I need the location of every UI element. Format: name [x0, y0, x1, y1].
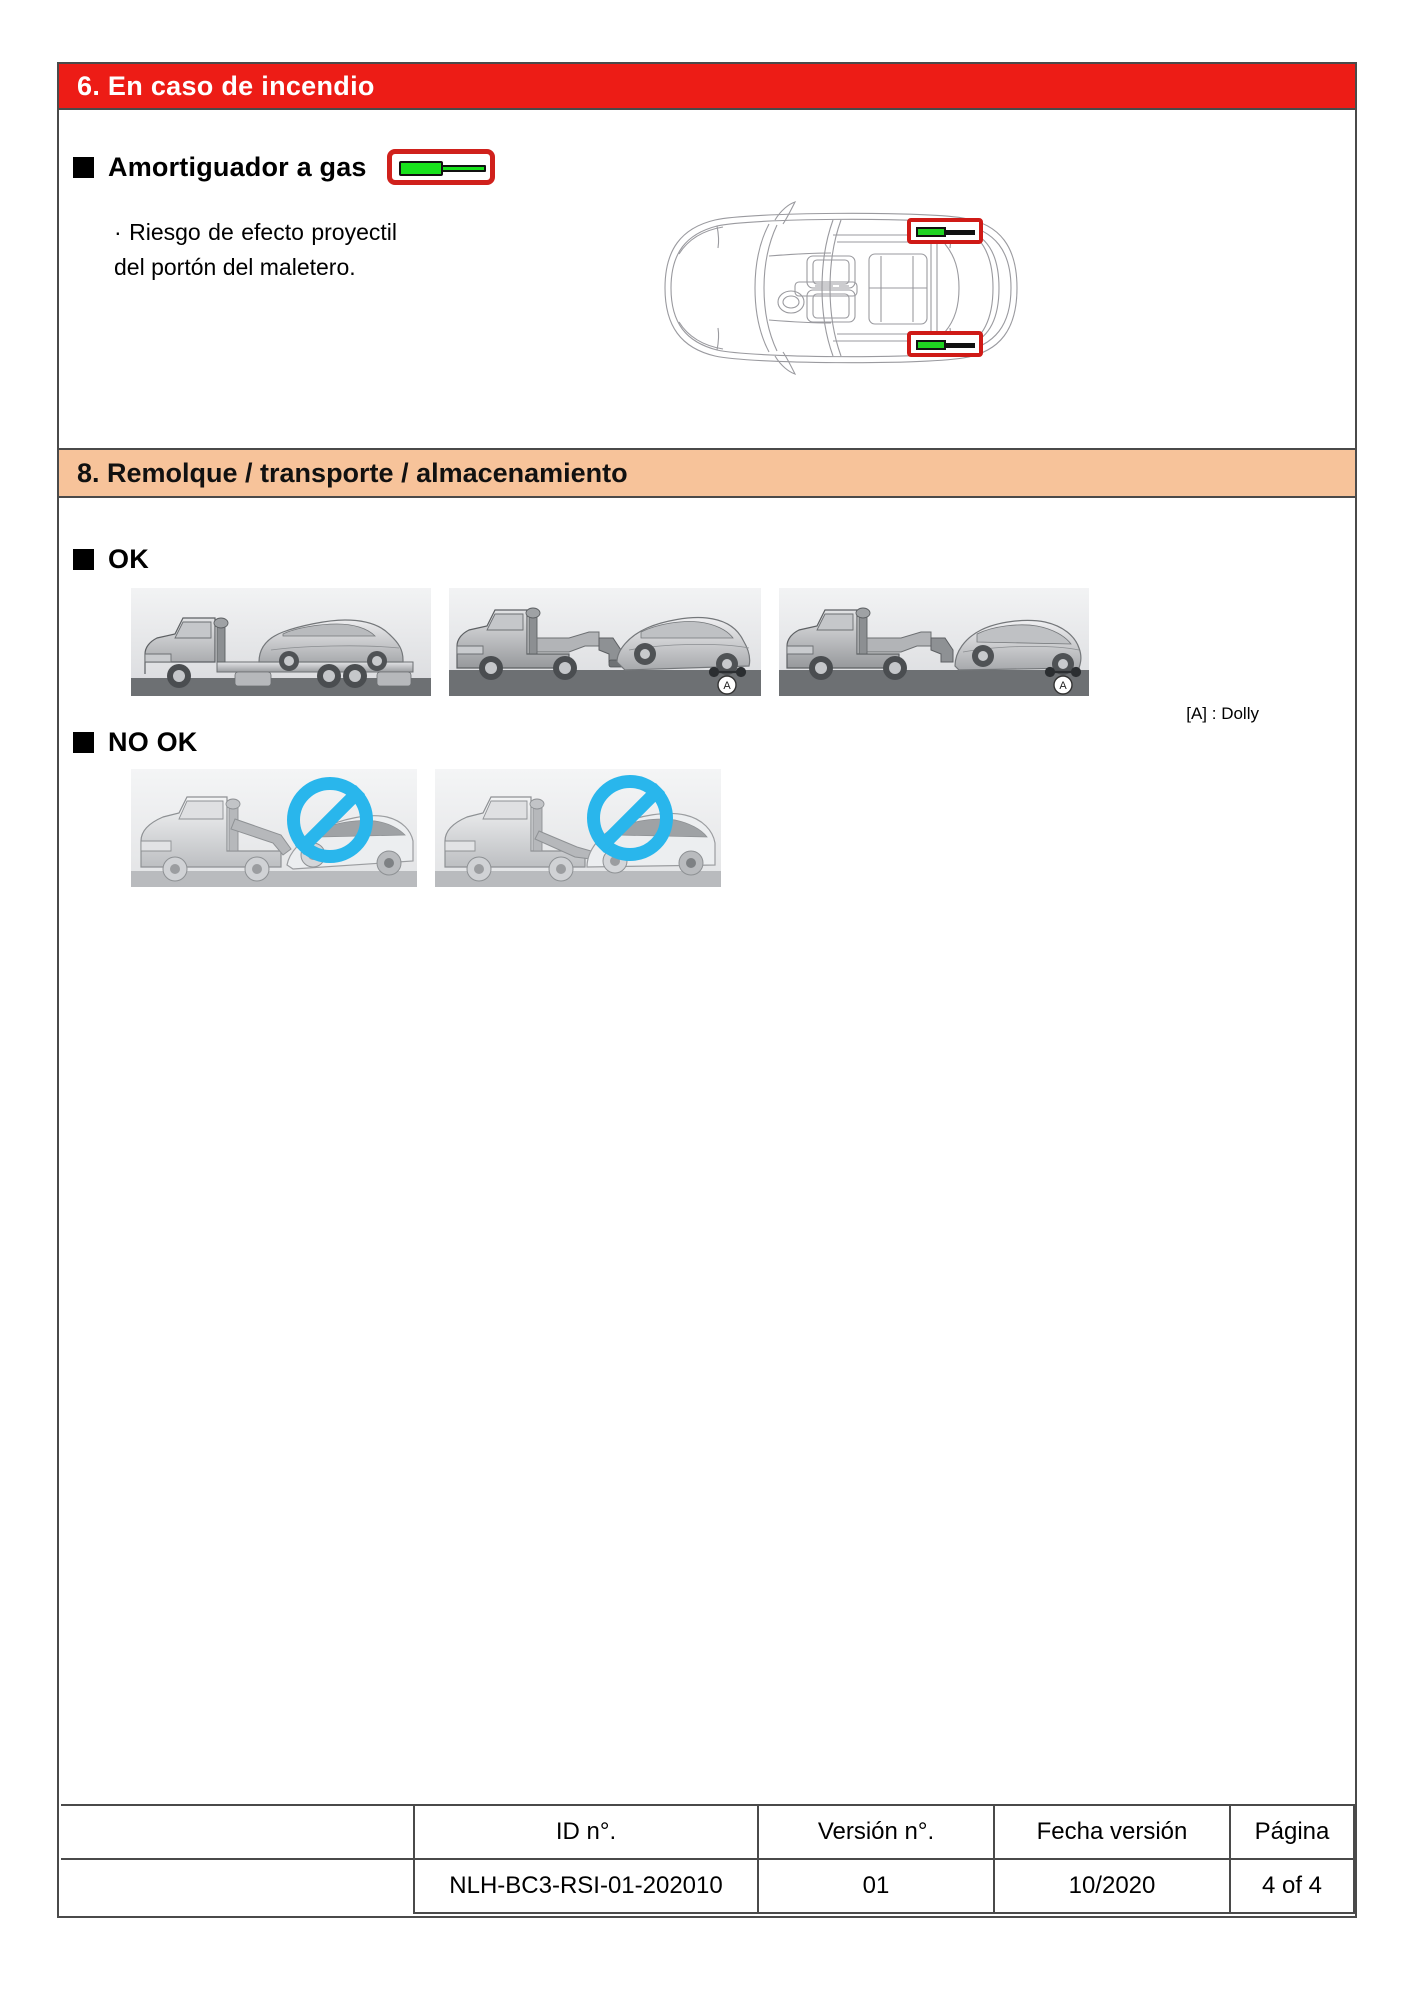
footer-value-page: 4 of 4	[1229, 1858, 1355, 1914]
tow-truck-flat-tow-prohibited-svg	[435, 769, 721, 887]
footer-header-page: Página	[1229, 1804, 1355, 1860]
tow-truck-rear-lift-with-dolly-photo: A	[779, 588, 1089, 696]
footer-header-date: Fecha versión	[993, 1804, 1231, 1860]
table-row-headers: ID n°. Versión n°. Fecha versión Página	[61, 1804, 1355, 1860]
gas-damper-location-marker	[907, 218, 983, 244]
gas-damper-location-marker	[907, 331, 983, 357]
gas-damper-rod-shape	[944, 343, 975, 348]
gas-damper-cylinder-shape	[916, 340, 946, 350]
footer-value-id: NLH-BC3-RSI-01-202010	[413, 1858, 759, 1914]
tow-truck-hook-lift-prohibited-photo	[131, 769, 417, 887]
table-row-values: NLH-BC3-RSI-01-202010 01 10/2020 4 of 4	[61, 1858, 1355, 1914]
black-square-bullet-icon	[73, 732, 94, 753]
prohibition-icon	[287, 777, 373, 863]
tow-truck-flat-tow-prohibited-photo	[435, 769, 721, 887]
document-page: 6. En caso de incendio Amortiguador a ga…	[57, 62, 1357, 1918]
gas-damper-rod-shape	[944, 230, 975, 235]
section-6-title: 6. En caso de incendio	[77, 70, 375, 101]
footer-value-version: 01	[757, 1858, 995, 1914]
gas-damper-rod-shape	[440, 165, 486, 172]
footer-value-date: 10/2020	[993, 1858, 1231, 1914]
ok-image-row: A	[131, 588, 1089, 696]
dolly-marker-a: A	[1059, 680, 1067, 692]
footer-header-version: Versión n°.	[757, 1804, 995, 1860]
gas-damper-cylinder-shape	[398, 161, 443, 176]
gas-damper-heading: Amortiguador a gas	[73, 149, 495, 185]
tow-truck-front-lift-with-dolly-svg: A	[449, 588, 761, 696]
car-top-view-diagram	[619, 198, 1039, 378]
footer-table: ID n°. Versión n°. Fecha versión Página …	[61, 1804, 1355, 1914]
flatbed-truck-carrying-car-photo	[131, 588, 431, 696]
section-8-header-bar: 8. Remolque / transporte / almacenamient…	[59, 450, 1355, 498]
ok-heading: OK	[73, 544, 149, 575]
gas-damper-icon	[386, 149, 495, 185]
section-6-header-bar: 6. En caso de incendio	[59, 64, 1355, 110]
black-square-bullet-icon	[73, 156, 94, 178]
footer-header-id: ID n°.	[413, 1804, 759, 1860]
no-ok-label: NO OK	[108, 727, 198, 757]
dolly-marker-a: A	[723, 680, 731, 692]
dolly-legend: [A] : Dolly	[1186, 704, 1259, 723]
gas-damper-warning-text: · Riesgo de efecto proyectil del portón …	[114, 219, 397, 280]
tow-truck-rear-lift-with-dolly-svg: A	[779, 588, 1089, 696]
section-6-body: Amortiguador a gas · Riesgo de efecto pr…	[59, 110, 1355, 450]
prohibition-icon	[587, 775, 673, 861]
tow-truck-front-lift-with-dolly-photo: A	[449, 588, 761, 696]
gas-damper-cylinder-shape	[916, 227, 946, 237]
footer-blank-cell	[61, 1804, 415, 1859]
flatbed-truck-carrying-car-svg	[131, 588, 431, 696]
no-ok-heading: NO OK	[73, 727, 198, 758]
tow-truck-hook-lift-prohibited-svg	[131, 769, 417, 887]
no-ok-image-row	[131, 769, 721, 887]
section-8-title: 8. Remolque / transporte / almacenamient…	[77, 457, 628, 488]
ok-label: OK	[108, 544, 149, 574]
black-square-bullet-icon	[73, 549, 94, 570]
gas-damper-label: Amortiguador a gas	[108, 151, 367, 182]
footer-blank-cell-2	[61, 1858, 415, 1913]
